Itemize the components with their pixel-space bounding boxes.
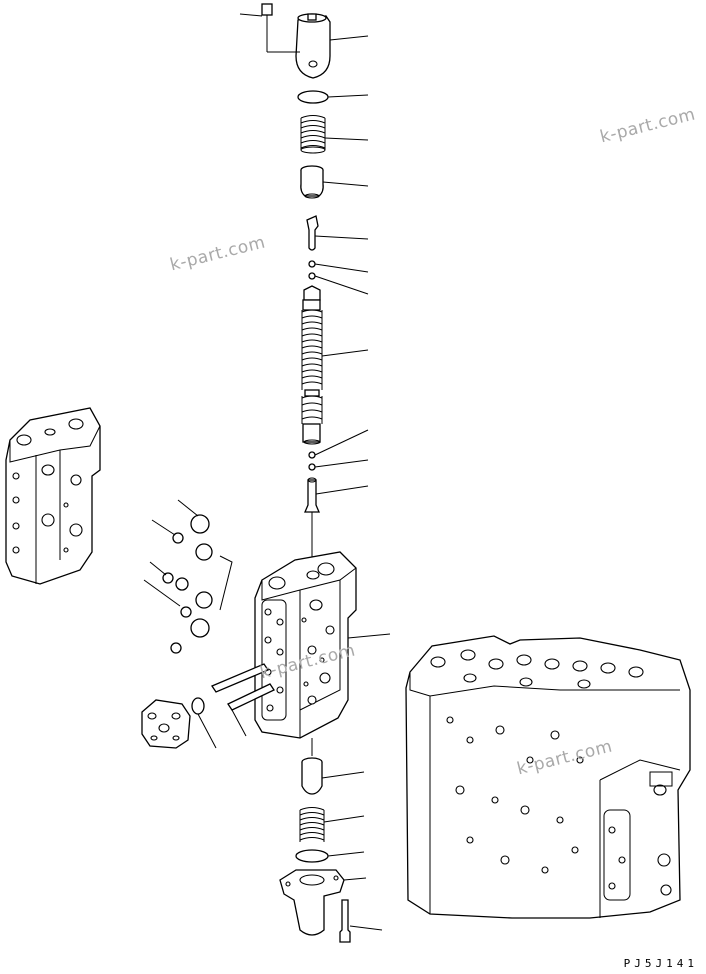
small-block [141,699,191,749]
ball-3 [308,451,316,459]
plunger-pin [306,215,319,251]
ball-2 [308,272,316,280]
retainer [300,165,324,199]
spring-top [300,115,326,154]
o-ring-cluster [162,514,233,654]
callout-leader-lines [143,13,391,931]
tie-rods [191,663,275,715]
main-spool [301,285,323,445]
bottom-bolt [339,899,351,943]
spring-bottom [299,807,325,842]
left-valve-body [5,407,101,585]
o-ring-bottom [295,849,329,863]
top-bolt [261,3,273,52]
o-ring-top [297,90,329,104]
ball-4 [308,463,316,471]
valve-assembly [405,635,691,919]
top-cap [267,13,331,79]
ball-1 [308,260,316,268]
lower-retainer [301,757,323,795]
bottom-cap [279,869,345,936]
drawing-code: PJ5J141 [623,957,698,970]
valve-body-section [254,551,357,739]
lower-pin [304,477,320,513]
